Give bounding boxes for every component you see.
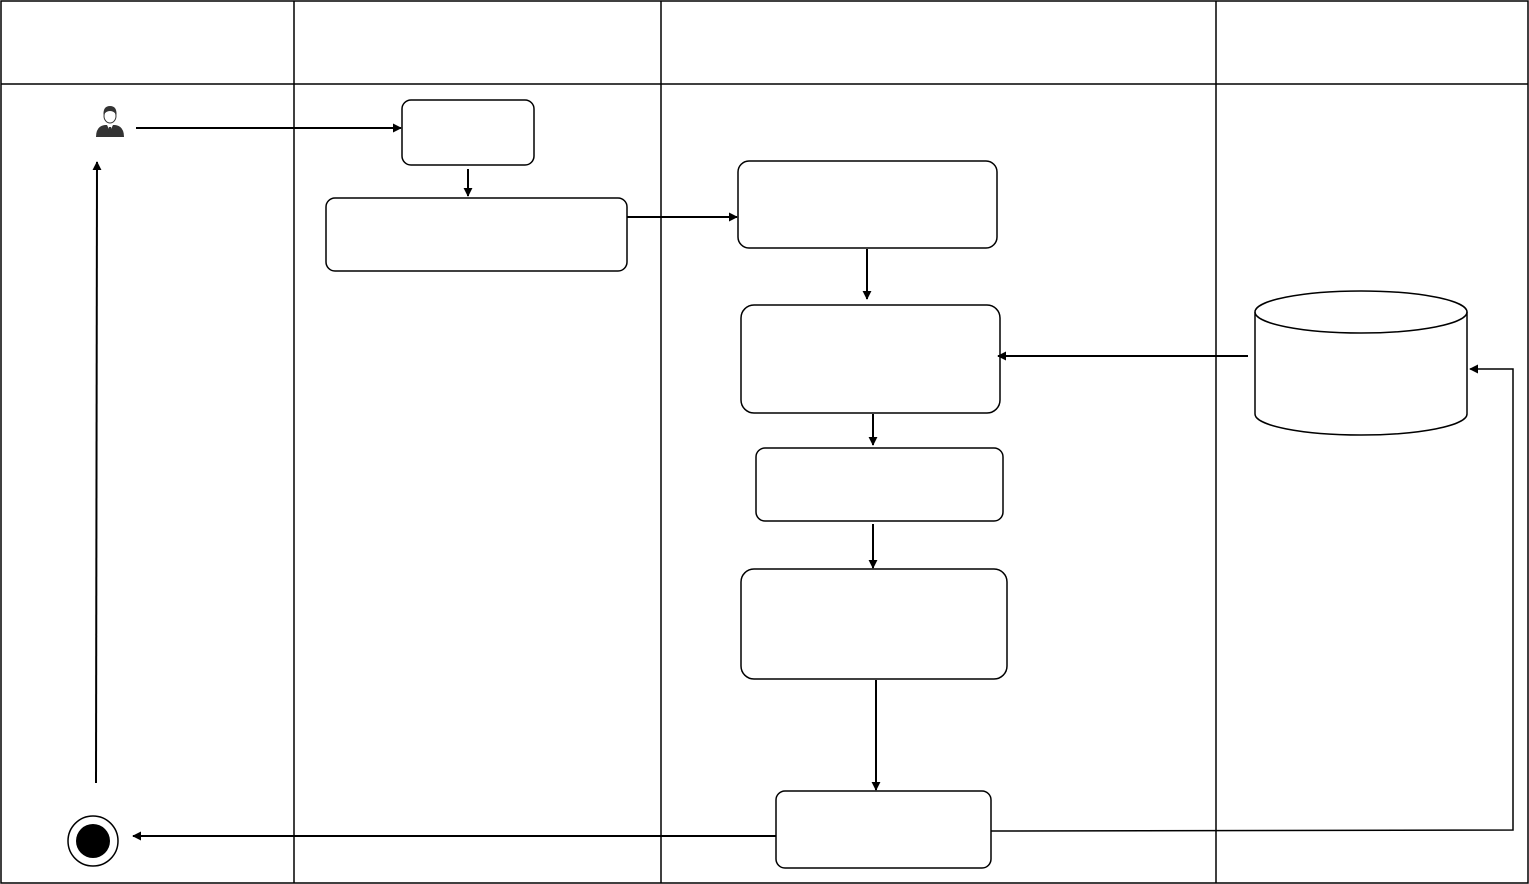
user-icon [96, 106, 124, 137]
database-body [1254, 312, 1468, 436]
arrow-end-to-actor [92, 161, 102, 784]
database-top [1254, 290, 1468, 334]
activity-box-6 [740, 568, 1008, 680]
activity-box-4 [740, 304, 1001, 414]
activity-box-2 [325, 197, 628, 272]
end-node-icon [67, 815, 119, 867]
arrow-box7-to-database [990, 364, 1514, 832]
activity-box-3 [737, 160, 998, 249]
activity-box-5 [755, 447, 1004, 522]
activity-box-1 [401, 99, 535, 166]
activity-box-7 [775, 790, 992, 869]
database-icon [1254, 290, 1468, 436]
